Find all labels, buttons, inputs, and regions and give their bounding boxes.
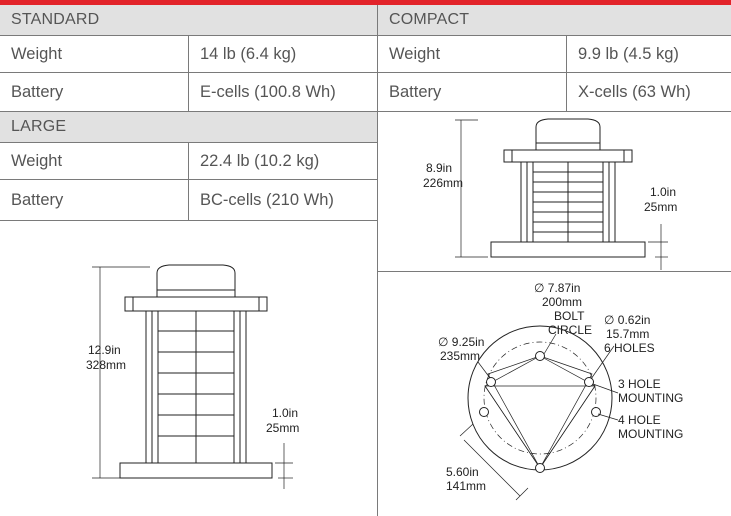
brand-accent-bar (0, 0, 731, 5)
compact-height-in: 8.9in (426, 161, 452, 175)
grid-line (188, 142, 189, 221)
large-battery-label: Battery (0, 180, 188, 220)
outer-diameter-mm: 235mm (440, 349, 480, 363)
span-dimension-in: 5.60in (446, 465, 479, 479)
large-base-mm: 25mm (266, 421, 299, 435)
grid-line (188, 35, 189, 112)
compact-weight-value: 9.9 lb (4.5 kg) (567, 36, 731, 72)
standard-weight-label: Weight (0, 36, 188, 72)
large-base-in: 1.0in (272, 406, 298, 420)
large-weight-value: 22.4 lb (10.2 kg) (189, 143, 377, 179)
grid-line (0, 35, 731, 36)
grid-line (377, 5, 378, 516)
compact-weight-label: Weight (378, 36, 566, 72)
compact-lantern-drawing: 8.9in 226mm 1.0in 25mm (423, 118, 677, 270)
large-lantern-drawing: 12.9in 328mm 1.0in 25mm (86, 264, 299, 489)
grid-line (0, 111, 731, 112)
hole-diameter-in: ∅ 0.62in (604, 313, 650, 327)
standard-weight-value: 14 lb (6.4 kg) (189, 36, 377, 72)
compact-battery-label: Battery (378, 73, 566, 111)
grid-line (566, 35, 567, 112)
large-battery-value: BC-cells (210 Wh) (189, 180, 377, 220)
three-hole-label-2: MOUNTING (618, 391, 683, 405)
grid-line (0, 72, 731, 73)
bolt-circle-diameter-mm: 200mm (542, 295, 582, 309)
compact-base-in: 1.0in (650, 185, 676, 199)
hole-diameter-mm: 15.7mm (606, 327, 649, 341)
four-hole-label-1: 4 HOLE (618, 413, 661, 427)
compact-battery-value: X-cells (63 Wh) (567, 73, 731, 111)
large-weight-label: Weight (0, 143, 188, 179)
bolt-circle-diameter-in: ∅ 7.87in (534, 281, 580, 295)
grid-line (377, 271, 731, 272)
standard-battery-label: Battery (0, 73, 188, 111)
three-hole-label-1: 3 HOLE (618, 377, 661, 391)
compact-header: COMPACT (378, 5, 731, 35)
bolt-circle-label-1: BOLT (554, 309, 585, 323)
four-hole-label-2: MOUNTING (618, 427, 683, 441)
base-plan-drawing: ∅ 7.87in 200mm BOLT CIRCLE ∅ 9.25in 235m… (438, 281, 683, 501)
compact-base-mm: 25mm (644, 200, 677, 214)
hole-count: 6 HOLES (604, 341, 655, 355)
standard-header: STANDARD (0, 5, 377, 35)
span-dimension-mm: 141mm (446, 479, 486, 493)
compact-height-mm: 226mm (423, 176, 463, 190)
standard-battery-value: E-cells (100.8 Wh) (189, 73, 377, 111)
large-header: LARGE (0, 112, 377, 142)
outer-diameter-in: ∅ 9.25in (438, 335, 484, 349)
large-height-in: 12.9in (88, 343, 121, 357)
bolt-circle-label-2: CIRCLE (548, 323, 592, 337)
large-height-mm: 328mm (86, 358, 126, 372)
